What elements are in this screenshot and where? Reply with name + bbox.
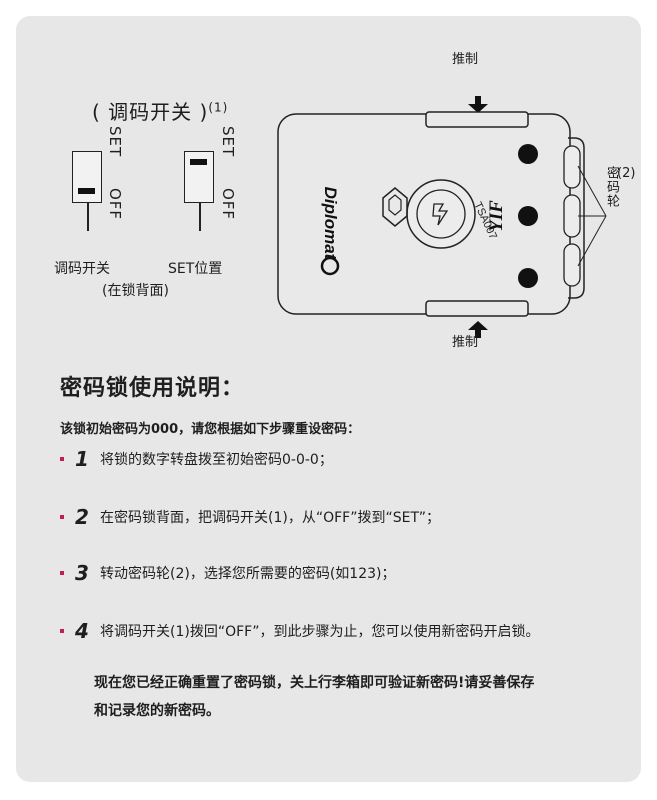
digit-dot-1 — [518, 144, 538, 164]
switch-stem-right — [199, 203, 201, 231]
step-text: 将锁的数字转盘拨至初始密码0-0-0； — [100, 452, 333, 468]
switch-left-caption-sub: (在锁背面) — [102, 283, 169, 299]
key-icon — [432, 203, 449, 226]
brand-logo-text: Diplomat — [321, 187, 340, 261]
step-item: 2 在密码锁背面，把调码开关(1)，从“OFF”拨到“SET”； — [60, 505, 640, 529]
wheel-label: 密码轮 — [604, 166, 619, 208]
model-text: YIF — [486, 200, 507, 232]
switch-title-text: ( 调码开关 ) — [92, 100, 209, 124]
lock-slider-bottom — [425, 300, 529, 317]
tsa-logo-icon — [382, 187, 408, 227]
set-label-left: SET — [106, 126, 124, 158]
wheel-3 — [563, 243, 581, 287]
wheel-1 — [563, 145, 581, 189]
wheel-note: (2) — [617, 166, 636, 181]
instructions-title: 密码锁使用说明： — [60, 376, 245, 401]
bullet-icon — [60, 457, 64, 461]
lock-slider-top — [425, 111, 529, 128]
switch-diagram-title: ( 调码开关 )(1) — [92, 96, 228, 125]
closing-line-2: 和记录您的新密码。 — [94, 703, 220, 719]
step-text: 在密码锁背面，把调码开关(1)，从“OFF”拨到“SET”； — [100, 510, 440, 526]
closing-line-1: 现在您已经正确重置了密码锁，关上行李箱即可验证新密码!请妥善保存 — [94, 675, 535, 691]
step-text: 转动密码轮(2)，选择您所需要的密码(如123)； — [100, 566, 396, 582]
push-arrow-up-icon — [468, 321, 488, 338]
switch-left-off — [72, 151, 102, 203]
step-number: 4 — [75, 619, 89, 643]
set-label-right: SET — [219, 126, 237, 158]
off-label-left: OFF — [106, 188, 124, 221]
switch-right-caption: SET位置 — [168, 261, 223, 277]
step-text: 将调码开关(1)拨回“OFF”，到此步骤为止，您可以使用新密码开启锁。 — [100, 624, 540, 640]
switch-right-set — [184, 151, 214, 203]
step-item: 3 转动密码轮(2)，选择您所需要的密码(如123)； — [60, 561, 640, 585]
bullet-icon — [60, 571, 64, 575]
push-label-top: 推制 — [452, 52, 479, 67]
digit-dot-3 — [518, 268, 538, 288]
switch-left-caption: 调码开关 — [54, 261, 110, 277]
switch-knob-right — [190, 159, 207, 165]
step-number: 1 — [75, 447, 89, 471]
instructions-intro: 该锁初始密码为000，请您根据如下步骤重设密码： — [60, 422, 361, 437]
push-arrow-down-icon — [468, 96, 488, 113]
brand-logo-icon — [320, 256, 340, 276]
switch-stem-left — [87, 203, 89, 231]
bullet-icon — [60, 629, 64, 633]
step-item: 4 将调码开关(1)拨回“OFF”，到此步骤为止，您可以使用新密码开启锁。 — [60, 619, 640, 643]
switch-knob-left — [78, 188, 95, 194]
bullet-icon — [60, 515, 64, 519]
wheel-2 — [563, 194, 581, 238]
step-number: 2 — [75, 505, 89, 529]
switch-title-note: (1) — [208, 100, 229, 115]
instruction-card: ( 调码开关 )(1) SET OFF SET OFF 调码开关 (在锁背面) … — [16, 16, 641, 782]
step-number: 3 — [75, 561, 89, 585]
digit-dot-2 — [518, 206, 538, 226]
step-item: 1 将锁的数字转盘拨至初始密码0-0-0； — [60, 447, 640, 471]
lock-diagram: TSA007 Diplomat YIF — [277, 96, 607, 338]
push-label-bottom: 推制 — [452, 335, 479, 350]
off-label-right: OFF — [219, 188, 237, 221]
